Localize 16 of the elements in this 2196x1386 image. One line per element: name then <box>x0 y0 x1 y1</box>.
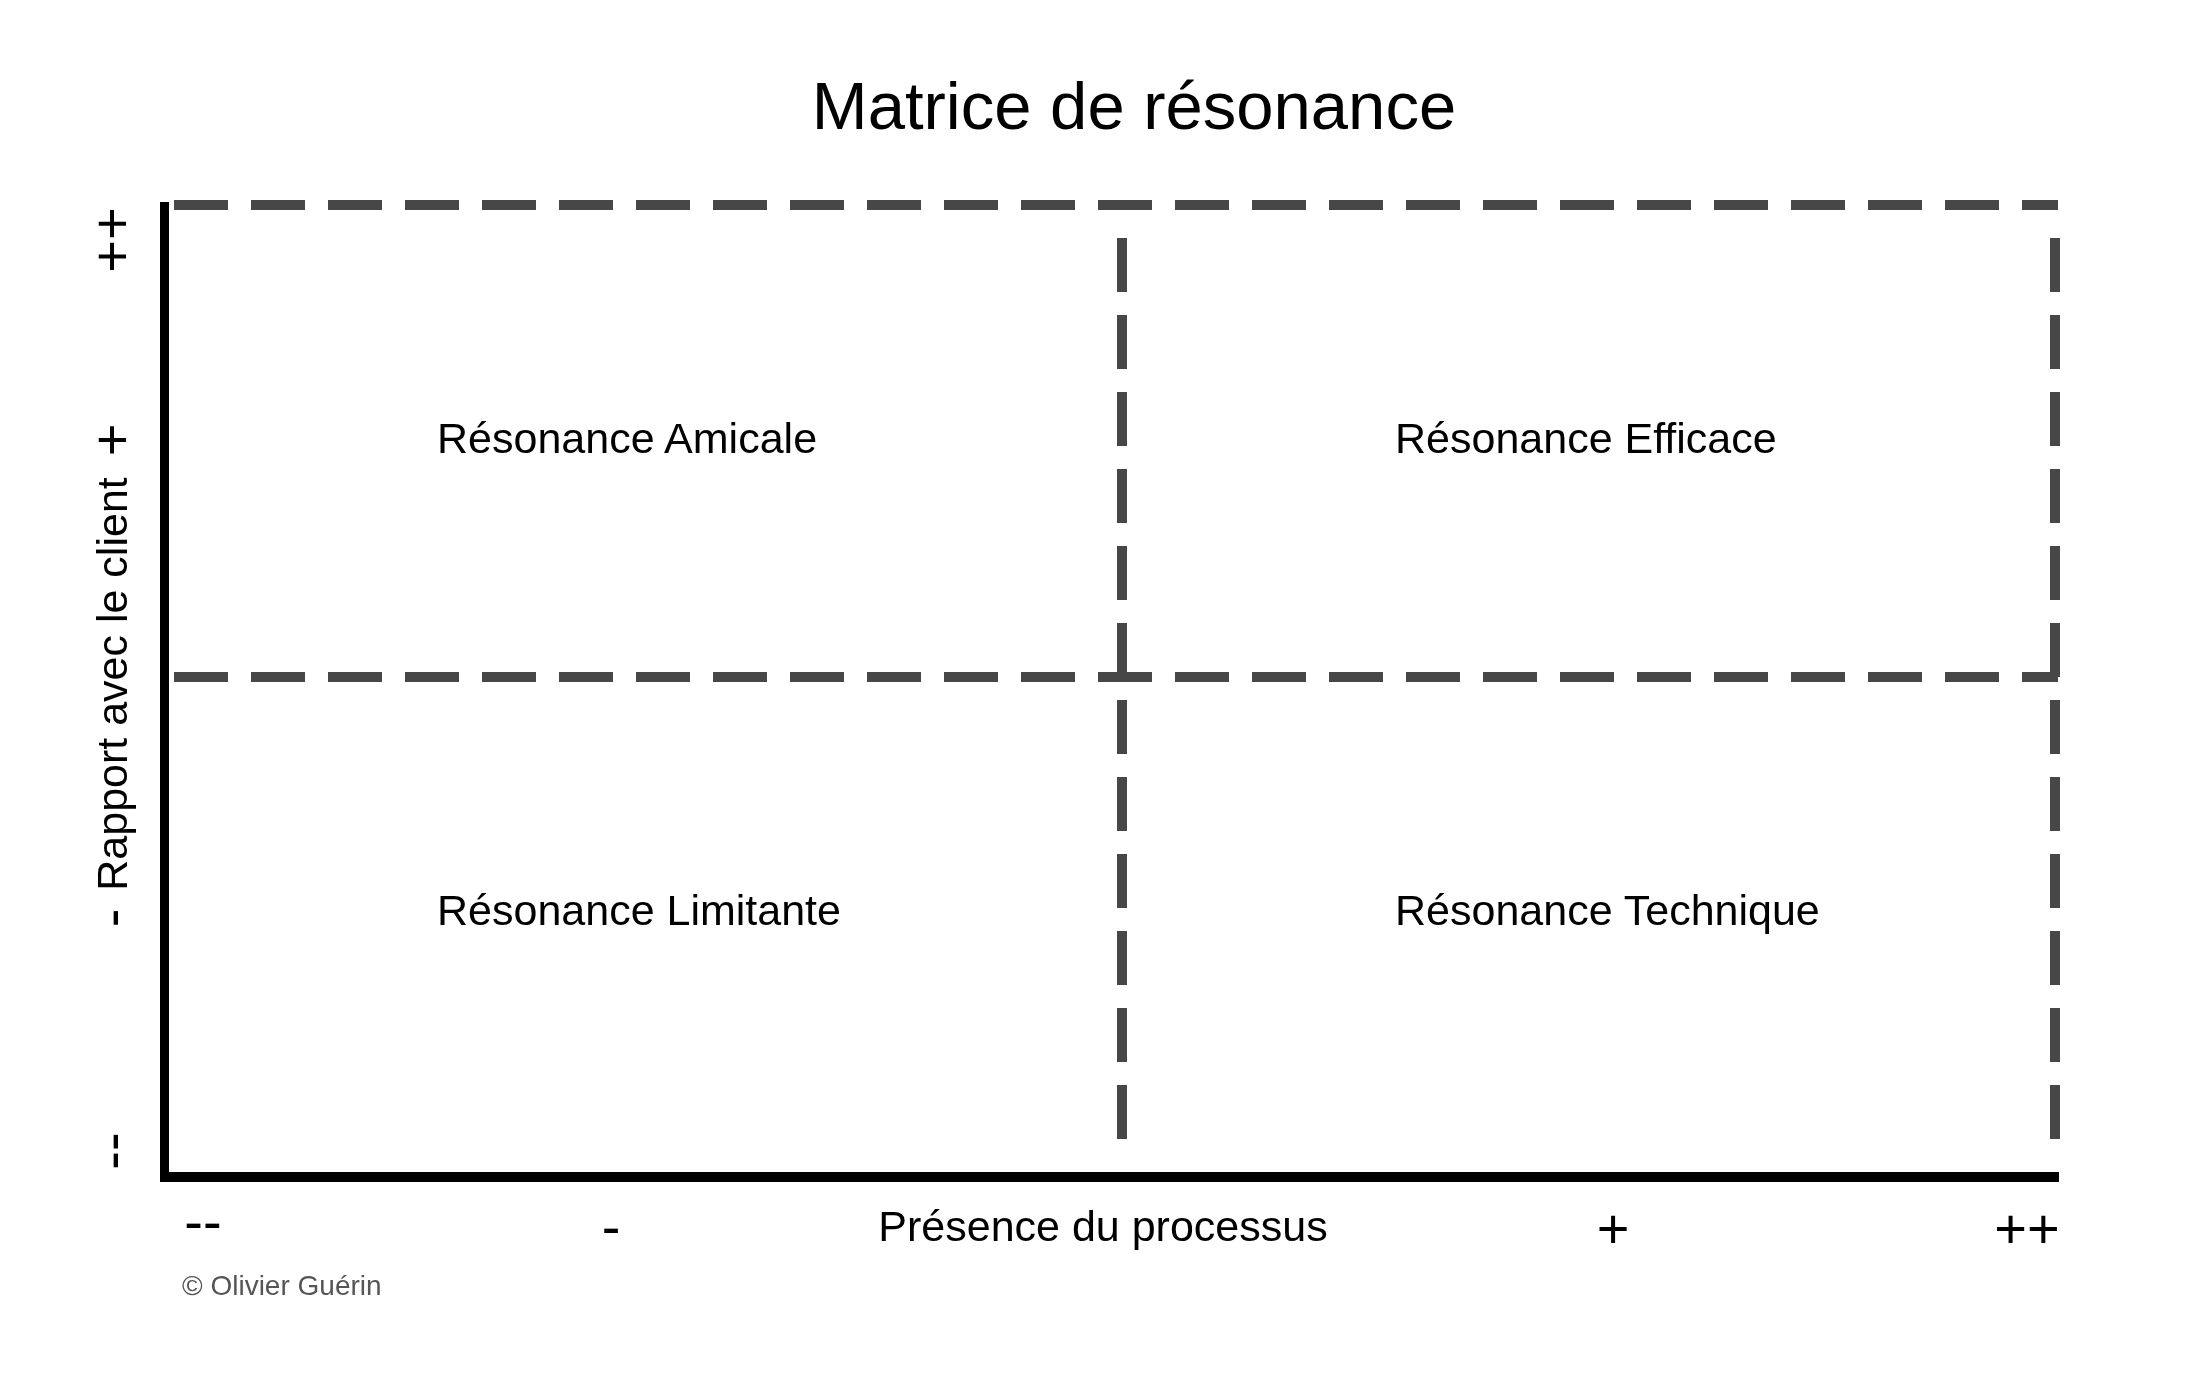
quadrant-label: Résonance Limitante <box>437 889 841 932</box>
axis-tick-label: - <box>84 908 140 928</box>
axis-tick-label: + <box>84 423 140 457</box>
axis-title: Présence du processus <box>878 1204 1328 1248</box>
axis-tick-label: ++ <box>1994 1201 2060 1257</box>
axis-tick-label: -- <box>84 1132 140 1170</box>
quadrant-label: Résonance Amicale <box>437 417 818 460</box>
quadrant-label: Résonance Efficace <box>1395 417 1777 460</box>
copyright-note: © Olivier Guérin <box>182 1272 382 1300</box>
quadrant-label: Résonance Technique <box>1395 889 1820 932</box>
axis-tick-label: - <box>601 1199 621 1255</box>
axis-tick-label: + <box>1596 1201 1630 1257</box>
diagram-title: Matrice de résonance <box>811 72 1457 139</box>
axis-tick-label: ++ <box>84 207 140 273</box>
axis-tick-label: -- <box>184 1194 222 1250</box>
axis-title: Rapport avec le client <box>90 477 134 891</box>
